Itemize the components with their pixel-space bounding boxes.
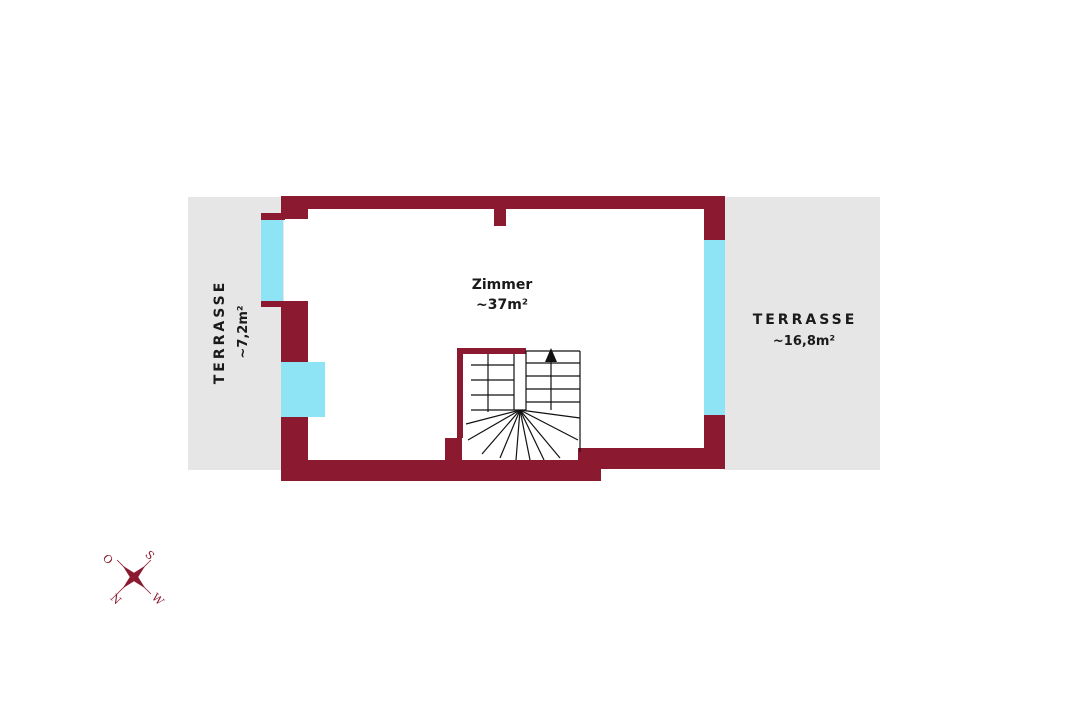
compass-rose-icon: S W N O [100, 548, 167, 609]
window-left-upper [261, 220, 283, 301]
compass-letter-n: N [108, 591, 124, 607]
stair-direction-arrow-icon [545, 348, 557, 362]
walls [261, 196, 725, 481]
window-right [704, 240, 725, 415]
room-area: ~37m² [476, 297, 528, 313]
compass-letter-s: S [142, 548, 157, 563]
terrace-left-label: TERRASSE [212, 280, 228, 385]
terrace-right-label: TERRASSE [753, 312, 858, 328]
window-left-lower [281, 362, 325, 417]
room-floor [300, 208, 712, 460]
staircase [465, 350, 581, 461]
windows [261, 220, 725, 417]
compass-letter-w: W [149, 591, 167, 609]
compass-letter-o: O [100, 552, 116, 568]
room-name: Zimmer [472, 277, 533, 293]
terrace-right-area-text: ~16,8m² [773, 334, 835, 349]
terrace-right-area [724, 197, 880, 470]
terrace-left-area-text: ~7,2m² [236, 305, 251, 358]
